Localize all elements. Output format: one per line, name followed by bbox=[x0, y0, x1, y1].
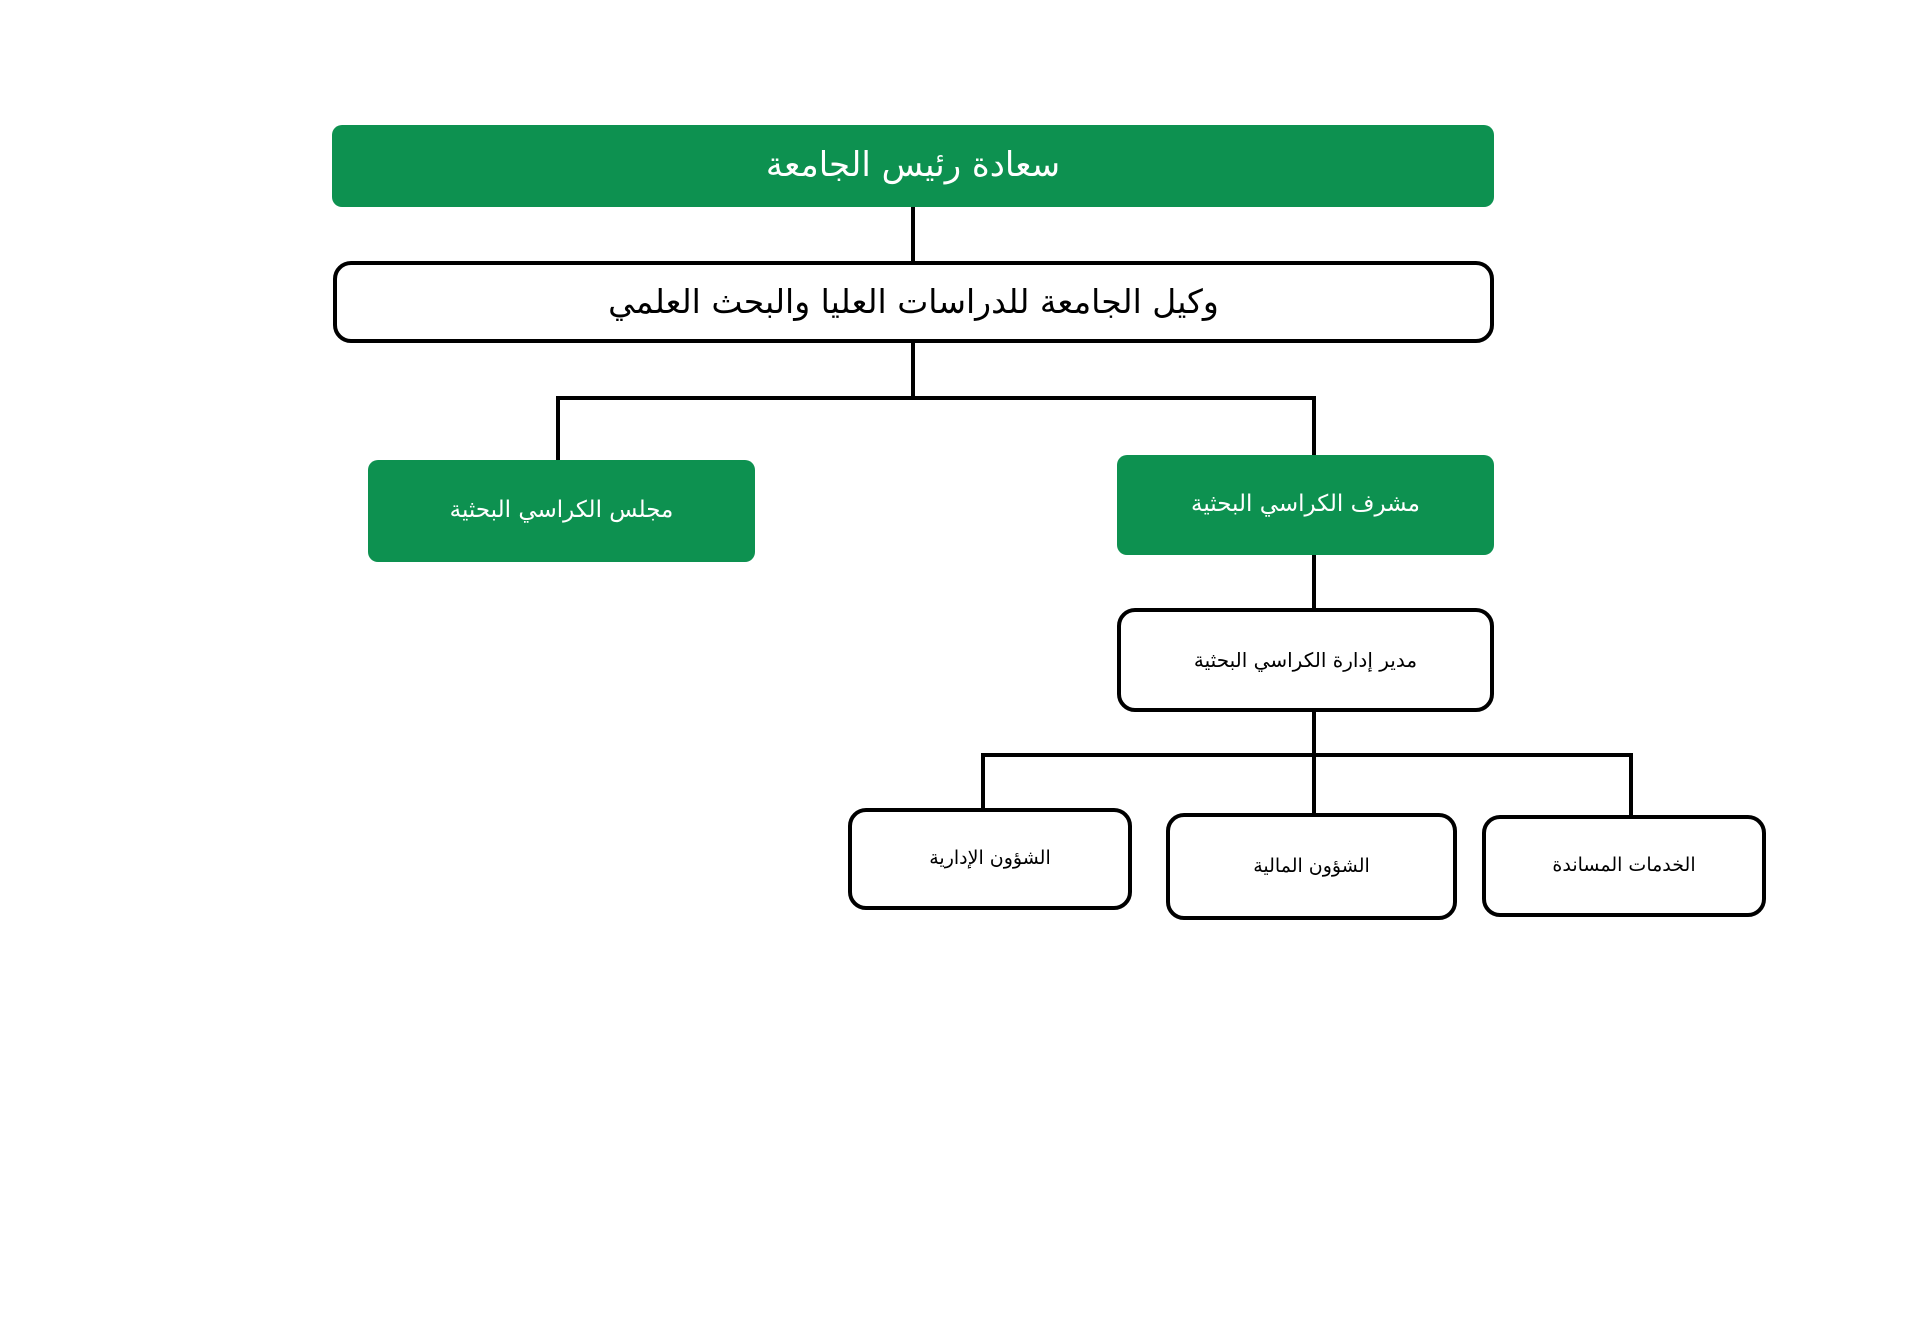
node-financial-affairs[interactable]: الشؤون المالية bbox=[1166, 813, 1457, 920]
node-chairs-supervisor-label: مشرف الكراسي البحثية bbox=[1190, 491, 1420, 518]
connector-vice-president-trunk bbox=[911, 341, 915, 400]
connector-to-chairs-supervisor bbox=[1312, 396, 1316, 457]
connector-level5-bar bbox=[983, 753, 1633, 757]
connector-supervisor-to-director bbox=[1312, 553, 1316, 611]
connector-director-trunk bbox=[1312, 710, 1316, 815]
node-support-services[interactable]: الخدمات المساندة bbox=[1482, 815, 1766, 917]
node-chairs-director-label: مدير إدارة الكراسي البحثية bbox=[1193, 647, 1418, 672]
node-president-label: سعادة رئيس الجامعة bbox=[765, 145, 1061, 186]
node-vice-president-label: وكيل الجامعة للدراسات العليا والبحث العل… bbox=[608, 281, 1219, 321]
node-administrative-affairs-label: الشؤون الإدارية bbox=[929, 847, 1051, 870]
node-chairs-council-label: مجلس الكراسي البحثية bbox=[449, 497, 674, 524]
node-chairs-council[interactable]: مجلس الكراسي البحثية bbox=[368, 460, 755, 562]
connector-to-administrative-affairs bbox=[981, 753, 985, 810]
node-chairs-director[interactable]: مدير إدارة الكراسي البحثية bbox=[1117, 608, 1494, 712]
connector-president-to-vice-president bbox=[911, 205, 915, 265]
connector-to-support-services bbox=[1629, 753, 1633, 815]
connector-to-chairs-council bbox=[556, 396, 560, 462]
node-administrative-affairs[interactable]: الشؤون الإدارية bbox=[848, 808, 1132, 910]
node-vice-president[interactable]: وكيل الجامعة للدراسات العليا والبحث العل… bbox=[333, 261, 1494, 343]
node-president[interactable]: سعادة رئيس الجامعة bbox=[332, 125, 1494, 207]
node-support-services-label: الخدمات المساندة bbox=[1552, 854, 1696, 877]
node-financial-affairs-label: الشؤون المالية bbox=[1253, 854, 1370, 877]
node-chairs-supervisor[interactable]: مشرف الكراسي البحثية bbox=[1117, 455, 1494, 555]
connector-level3-bar bbox=[558, 396, 1316, 400]
